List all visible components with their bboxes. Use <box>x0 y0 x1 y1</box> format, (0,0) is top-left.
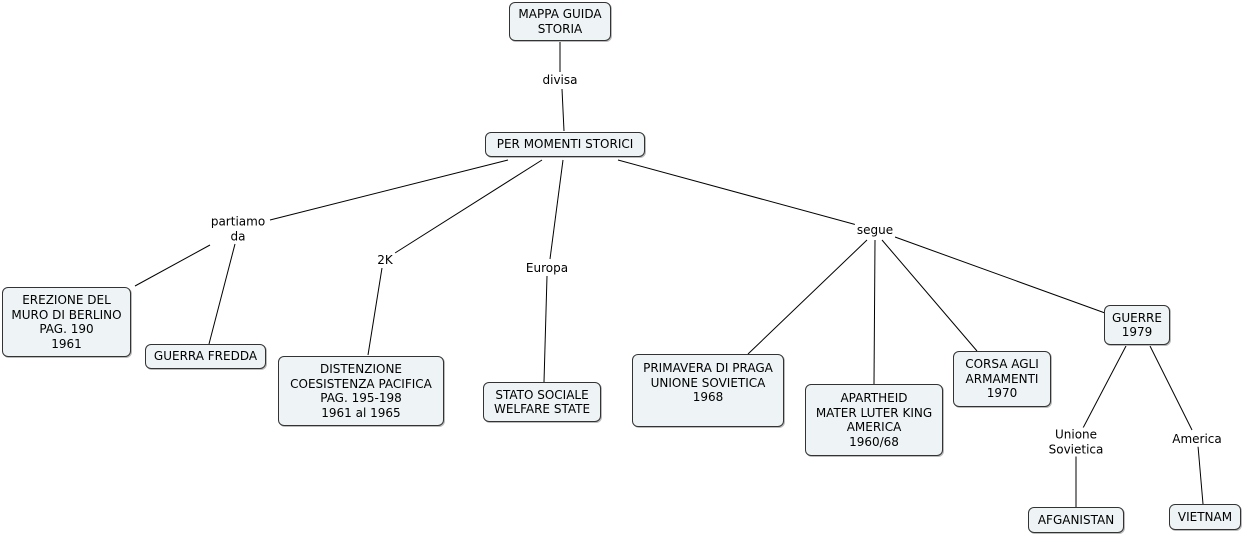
link-label-unione-sovietica: Unione Sovietica <box>1046 427 1106 457</box>
concept-praga-label: PRIMAVERA DI PRAGA UNIONE SOVIETICA 1968 <box>643 361 773 404</box>
link-label-america: America <box>1170 431 1224 447</box>
concept-per-momenti-storici[interactable]: PER MOMENTI STORICI <box>485 132 645 157</box>
concept-guerra-fredda[interactable]: GUERRA FREDDA <box>145 344 266 369</box>
concept-distenzione[interactable]: DISTENZIONE COESISTENZA PACIFICA PAG. 19… <box>278 356 444 426</box>
concept-apartheid[interactable]: APARTHEID MATER LUTER KING AMERICA 1960/… <box>805 384 943 456</box>
concept-muro-label: EREZIONE DEL MURO DI BERLINO PAG. 190 19… <box>11 293 122 351</box>
concept-erezione-muro[interactable]: EREZIONE DEL MURO DI BERLINO PAG. 190 19… <box>2 287 131 357</box>
link-label-divisa: divisa <box>540 72 580 88</box>
concept-guerre[interactable]: GUERRE 1979 <box>1104 305 1170 345</box>
concept-afganistan[interactable]: AFGANISTAN <box>1028 507 1124 533</box>
link-label-segue: segue <box>854 222 896 238</box>
concept-vietnam[interactable]: VIETNAM <box>1169 504 1241 530</box>
concept-root-label: MAPPA GUIDA STORIA <box>518 7 602 36</box>
concept-periodi-label: PER MOMENTI STORICI <box>496 137 634 152</box>
concept-corsa-armamenti[interactable]: CORSA AGLI ARMAMENTI 1970 <box>953 351 1051 407</box>
concept-distenzione-label: DISTENZIONE COESISTENZA PACIFICA PAG. 19… <box>290 362 432 420</box>
concept-guerra-fredda-label: GUERRA FREDDA <box>153 349 258 364</box>
link-label-europa: Europa <box>523 260 571 276</box>
concept-apartheid-label: APARTHEID MATER LUTER KING AMERICA 1960/… <box>815 391 933 449</box>
link-label-partiamo-da: partiamo da <box>208 214 268 244</box>
concept-stato-sociale-label: STATO SOCIALE WELFARE STATE <box>493 387 591 417</box>
concept-primavera-praga[interactable]: PRIMAVERA DI PRAGA UNIONE SOVIETICA 1968 <box>632 354 784 427</box>
concept-afganistan-label: AFGANISTAN <box>1037 512 1115 527</box>
link-label-2k: 2K <box>375 252 395 268</box>
concept-root[interactable]: MAPPA GUIDA STORIA <box>509 2 611 41</box>
concept-armamenti-label: CORSA AGLI ARMAMENTI 1970 <box>965 357 1039 401</box>
concept-guerre-label: GUERRE 1979 <box>1112 310 1162 340</box>
concept-vietnam-label: VIETNAM <box>1177 509 1233 524</box>
concept-stato-sociale[interactable]: STATO SOCIALE WELFARE STATE <box>483 382 601 422</box>
